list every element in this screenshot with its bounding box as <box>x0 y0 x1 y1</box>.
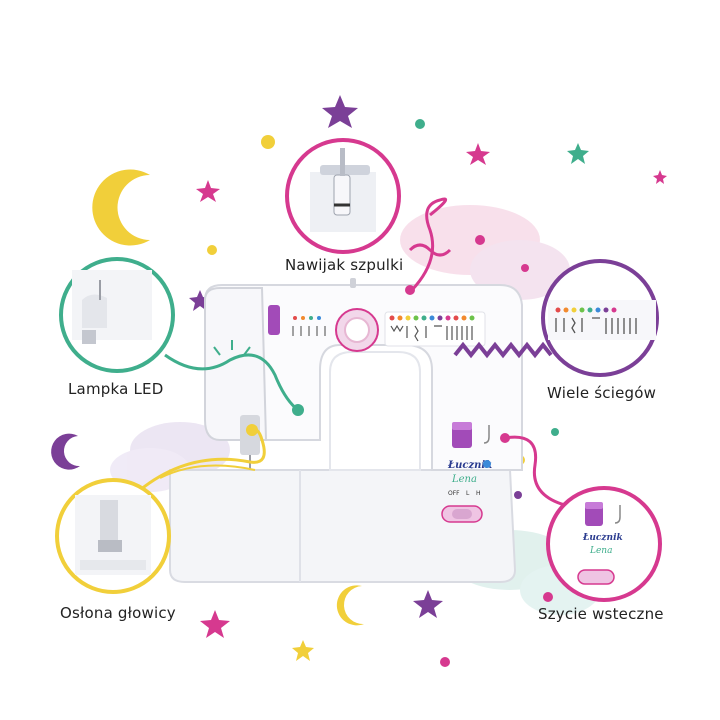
star-icon <box>413 590 443 618</box>
star-icon <box>322 95 358 128</box>
star-icon <box>567 143 589 164</box>
stitches-callout <box>541 259 659 377</box>
stitches-connector <box>453 341 553 359</box>
reverse-callout: Łucznik Lena <box>546 486 662 602</box>
watercolor-splashes <box>110 205 600 615</box>
led-label: Lampka LED <box>68 380 164 398</box>
moon-icon <box>92 169 150 246</box>
reverse-connector <box>504 435 566 507</box>
winder-connector <box>410 197 448 292</box>
speed-label-low: L <box>466 490 470 497</box>
winder-label: Nawijak szpulki <box>285 256 404 274</box>
svg-text:Łucznik: Łucznik <box>582 533 623 543</box>
sewing-machine <box>169 278 523 583</box>
winder-callout <box>285 138 401 254</box>
star-icon <box>653 170 667 184</box>
speed-label-high: H <box>476 490 481 497</box>
guard-connector <box>139 427 266 492</box>
led-callout <box>59 257 175 373</box>
reverse-label: Szycie wsteczne <box>538 605 664 623</box>
moon-icon <box>51 433 80 470</box>
star-icon <box>292 640 314 661</box>
star-icon <box>196 180 220 202</box>
model-name: Lena <box>451 474 477 485</box>
guard-callout <box>55 478 171 594</box>
guard-label: Osłona głowicy <box>60 604 176 622</box>
star-icon <box>466 143 490 165</box>
star-icon <box>200 610 230 638</box>
speed-label-off: OFF <box>448 490 460 497</box>
stitches-label: Wiele ściegów <box>547 384 657 402</box>
brand-logo: Łucznik <box>447 460 492 471</box>
svg-text:Lena: Lena <box>589 546 612 556</box>
moon-icon <box>336 585 364 626</box>
led-connector <box>164 353 299 412</box>
